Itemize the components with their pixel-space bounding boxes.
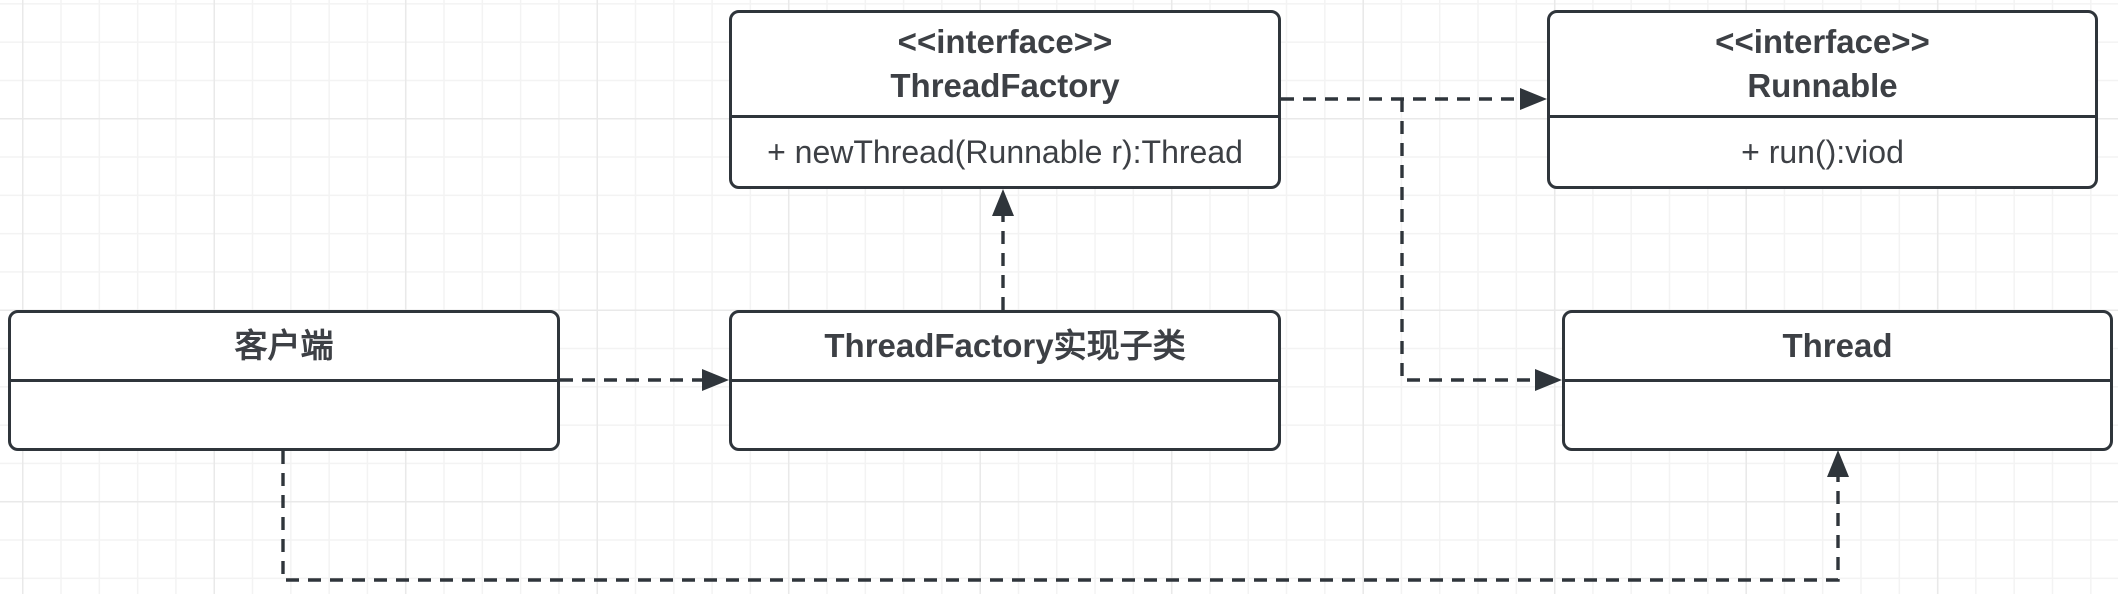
node-title-section: <<interface>> ThreadFactory [732, 13, 1278, 118]
node-title: Thread [1782, 327, 1893, 364]
node-empty-section [11, 382, 557, 448]
node-empty-section [1565, 382, 2110, 448]
node-title-section: <<interface>> Runnable [1550, 13, 2095, 118]
interface-node-runnable[interactable]: <<interface>> Runnable + run():viod [1547, 10, 2098, 189]
arrowhead-right-icon [1535, 369, 1562, 391]
edge-thread-factory-to-thread[interactable] [1400, 99, 1562, 391]
edge-thread-factory-to-runnable[interactable] [1281, 88, 1547, 110]
method-label: + newThread(Runnable r):Thread [767, 133, 1243, 170]
node-title-section: ThreadFactory实现子类 [732, 313, 1278, 382]
node-empty-section [732, 382, 1278, 448]
edge-factory-impl-to-thread-factory[interactable] [992, 189, 1014, 310]
node-title: ThreadFactory [890, 67, 1120, 104]
node-method-section: + newThread(Runnable r):Thread [732, 118, 1278, 186]
stereotype-label: <<interface>> [1715, 23, 1930, 60]
stereotype-label: <<interface>> [897, 23, 1113, 60]
class-node-factory-impl[interactable]: ThreadFactory实现子类 [729, 310, 1281, 451]
edge-client-to-thread[interactable] [281, 450, 1849, 582]
node-title: Runnable [1747, 67, 1898, 104]
node-method-section: + run():viod [1550, 118, 2095, 186]
arrowhead-right-icon [1520, 88, 1547, 110]
edge-client-to-factory-impl[interactable] [560, 369, 729, 391]
method-label: + run():viod [1741, 133, 1904, 170]
arrowhead-right-icon [702, 369, 729, 391]
node-title: 客户端 [234, 327, 334, 364]
arrowhead-up-icon [992, 189, 1014, 216]
class-node-thread[interactable]: Thread [1562, 310, 2113, 451]
class-node-client[interactable]: 客户端 [8, 310, 560, 451]
node-title-section: Thread [1565, 313, 2110, 382]
node-title-section: 客户端 [11, 313, 557, 382]
interface-node-thread-factory[interactable]: <<interface>> ThreadFactory + newThread(… [729, 10, 1281, 189]
arrowhead-up-icon [1827, 450, 1849, 477]
node-title: ThreadFactory实现子类 [824, 327, 1186, 364]
